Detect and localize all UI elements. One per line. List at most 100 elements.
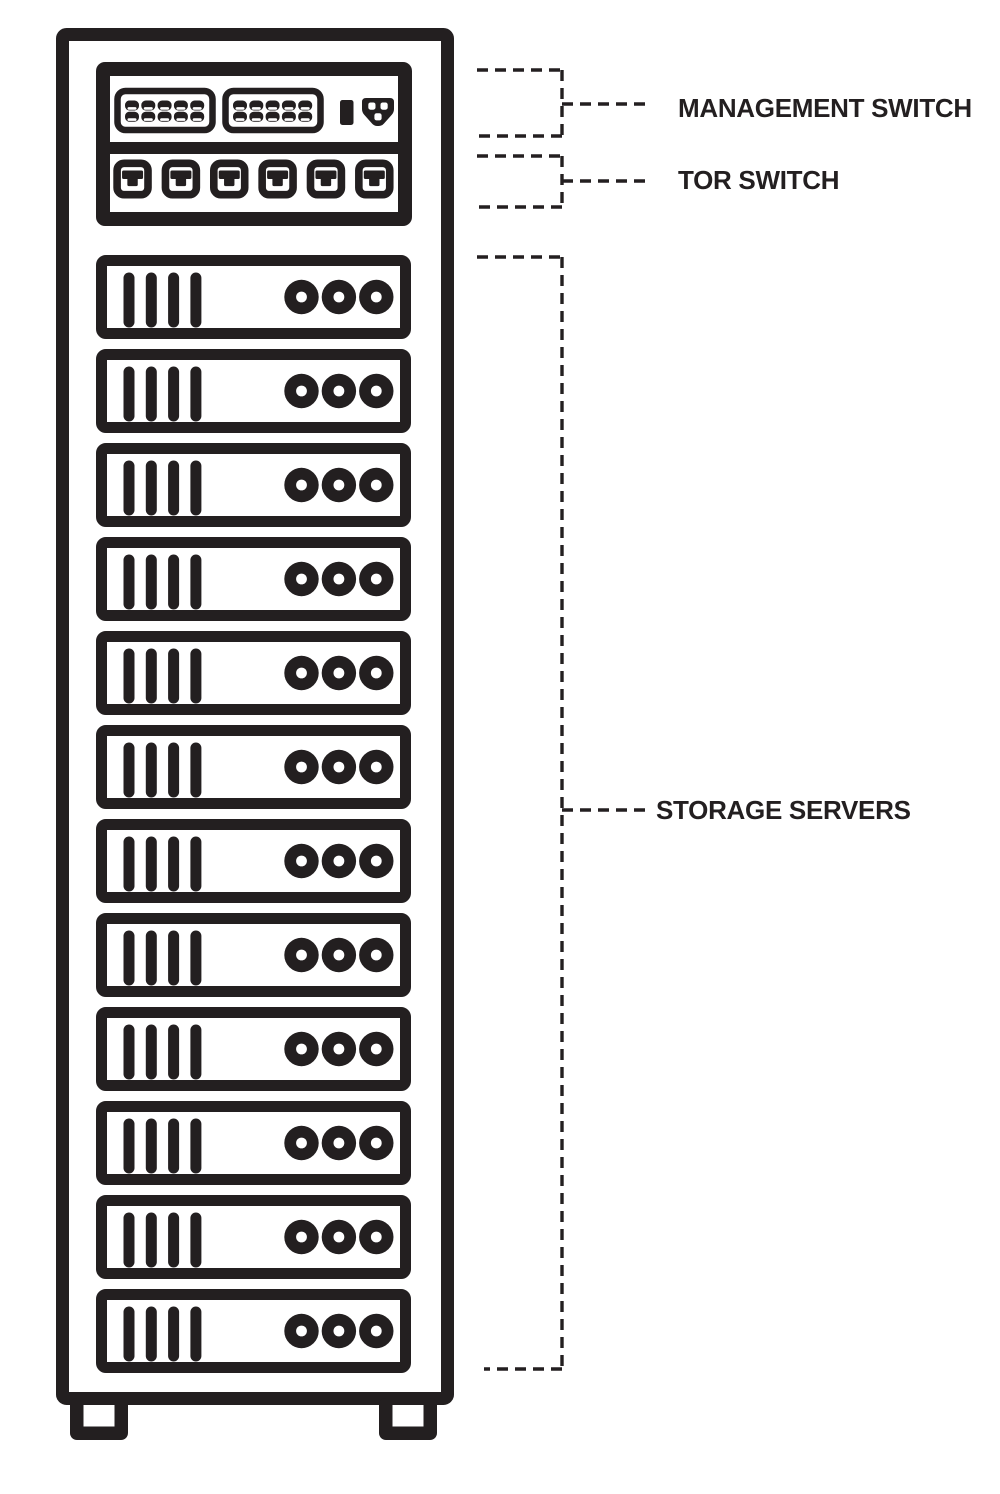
vent-slot xyxy=(123,554,135,610)
vent-slot xyxy=(123,742,135,798)
storage-servers-group xyxy=(96,255,411,1373)
vent-slot xyxy=(145,1212,157,1268)
management-port-icon xyxy=(190,100,205,111)
management-port-icon xyxy=(298,111,313,122)
management-port-icon xyxy=(141,111,156,122)
annotation-brackets xyxy=(477,68,646,1371)
vent-slot xyxy=(145,1024,157,1080)
drive-indicator-icon xyxy=(321,1313,357,1349)
rack-foot-hole xyxy=(392,1405,424,1427)
vent-slot xyxy=(168,460,180,516)
bracket-management-switch xyxy=(477,68,646,138)
drive-indicator-icon xyxy=(359,937,394,973)
management-port-icon xyxy=(249,100,264,111)
drive-indicator-icon xyxy=(321,373,357,409)
vent-slot xyxy=(168,1212,180,1268)
vent-slot xyxy=(123,648,135,704)
drive-indicator-icon xyxy=(321,279,357,315)
vent-slot xyxy=(190,836,202,892)
rj45-plug-top xyxy=(218,170,240,179)
power-switch-icon xyxy=(340,100,354,125)
rack-feet xyxy=(70,1398,437,1440)
management-port-icon xyxy=(125,100,139,111)
management-switch-unit xyxy=(114,87,324,134)
vent-slot xyxy=(123,1212,135,1268)
management-port-icon xyxy=(281,100,296,111)
rack-foot xyxy=(379,1398,437,1440)
drive-indicator-icon xyxy=(359,1031,394,1067)
management-port-group-icon xyxy=(222,87,324,134)
management-port-icon xyxy=(249,111,264,122)
rj45-port-icon xyxy=(306,159,346,199)
rack-foot-hole xyxy=(83,1405,115,1427)
storage-server-unit xyxy=(96,631,411,715)
storage-server-unit xyxy=(96,1101,411,1185)
vent-slot xyxy=(145,366,157,422)
vent-slot xyxy=(168,554,180,610)
vent-slot xyxy=(123,836,135,892)
drive-indicator-icon xyxy=(284,279,319,315)
management-port-icon xyxy=(265,111,280,122)
vent-slot xyxy=(145,930,157,986)
management-port-group-icon xyxy=(114,87,216,134)
drive-indicator-icon xyxy=(284,1313,319,1349)
rj45-plug-tab xyxy=(175,177,187,187)
tor-switch-label: TOR SWITCH xyxy=(678,165,840,195)
vent-slot xyxy=(168,272,180,328)
vent-slot xyxy=(190,366,202,422)
storage-server-unit xyxy=(96,537,411,621)
drive-indicator-icon xyxy=(321,843,357,879)
drive-indicator-icon xyxy=(321,467,357,503)
management-port-icon xyxy=(173,100,188,111)
drive-indicator-icon xyxy=(359,749,394,785)
management-port-icon xyxy=(125,111,139,122)
vent-slot xyxy=(168,836,180,892)
management-port-icon xyxy=(173,111,188,122)
vent-slot xyxy=(190,272,202,328)
rj45-plug-tab xyxy=(369,177,380,187)
management-port-icon xyxy=(190,111,205,122)
vent-slot xyxy=(190,742,202,798)
drive-indicator-icon xyxy=(359,373,394,409)
management-port-icon xyxy=(157,100,172,111)
drive-indicator-icon xyxy=(359,1313,394,1349)
drive-indicator-icon xyxy=(321,1219,357,1255)
drive-indicator-icon xyxy=(321,937,357,973)
rj45-plug-top xyxy=(315,170,337,179)
rj45-plug-tab xyxy=(127,177,138,187)
vent-slot xyxy=(168,930,180,986)
rj45-plug-tab xyxy=(272,177,283,187)
drive-indicator-icon xyxy=(284,373,319,409)
rj45-plug-top xyxy=(363,170,385,179)
drive-indicator-icon xyxy=(284,1125,319,1161)
management-port-icon xyxy=(157,111,172,122)
storage-server-unit xyxy=(96,725,411,809)
rj45-port-icon xyxy=(210,159,249,199)
drive-indicator-icon xyxy=(284,1219,319,1255)
vent-slot xyxy=(168,1306,180,1362)
bracket-tor-switch xyxy=(477,154,646,209)
drive-indicator-icon xyxy=(284,561,319,597)
drive-indicator-icon xyxy=(284,467,319,503)
rj45-plug-top xyxy=(122,170,144,179)
vent-slot xyxy=(190,1306,202,1362)
vent-slot xyxy=(145,460,157,516)
drive-indicator-icon xyxy=(359,561,394,597)
vent-slot xyxy=(190,930,202,986)
drive-indicator-icon xyxy=(321,655,357,691)
drive-indicator-icon xyxy=(284,655,319,691)
drive-indicator-icon xyxy=(284,937,319,973)
drive-indicator-icon xyxy=(321,1125,357,1161)
vent-slot xyxy=(190,460,202,516)
drive-indicator-icon xyxy=(284,843,319,879)
vent-slot xyxy=(145,1118,157,1174)
rj45-port-icon xyxy=(355,159,394,199)
vent-slot xyxy=(168,648,180,704)
vent-slot xyxy=(190,1024,202,1080)
vent-slot xyxy=(145,836,157,892)
vent-slot xyxy=(123,272,135,328)
drive-indicator-icon xyxy=(359,1125,394,1161)
drive-indicator-icon xyxy=(321,749,357,785)
